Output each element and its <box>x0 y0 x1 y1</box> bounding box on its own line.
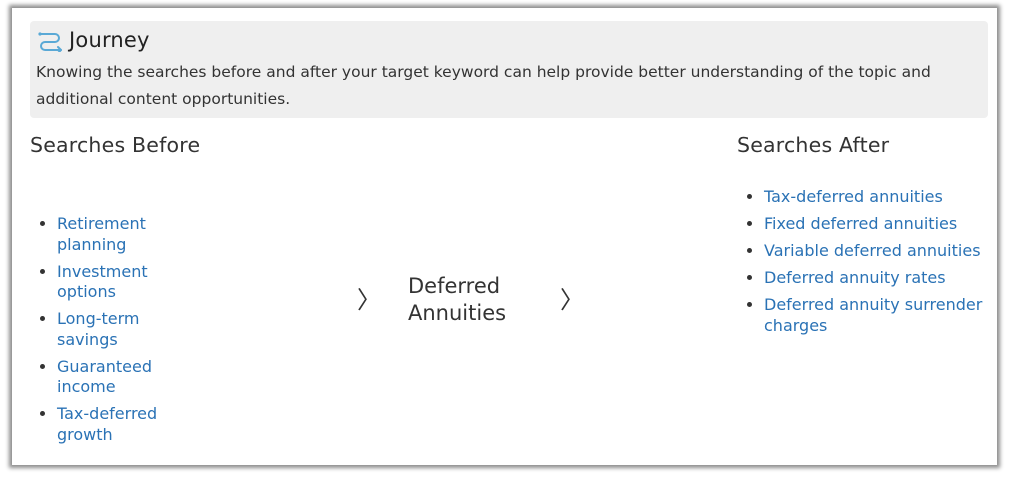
search-before-link[interactable]: Guaranteed income <box>57 356 152 397</box>
list-item: Long-term savings <box>57 309 197 350</box>
chevron-right-icon: 〉 <box>357 286 381 314</box>
chevron-right-icon: 〉 <box>560 286 584 314</box>
list-item: Variable deferred annuities <box>764 241 984 262</box>
target-keyword: Deferred Annuities <box>408 274 507 325</box>
page-title: Journey <box>69 28 150 52</box>
search-before-link[interactable]: Long-term savings <box>57 309 140 349</box>
journey-header-box <box>30 21 988 118</box>
search-after-link[interactable]: Tax-deferred annuities <box>764 187 943 206</box>
search-after-link[interactable]: Fixed deferred annuities <box>764 214 958 233</box>
list-item: Investment options <box>57 262 197 303</box>
list-item: Deferred annuity surrender charges <box>764 295 984 336</box>
search-after-link[interactable]: Deferred annuity rates <box>764 268 946 287</box>
journey-panel: Journey Knowing the searches before and … <box>12 8 997 465</box>
list-item: Tax-deferred annuities <box>764 187 984 208</box>
search-after-link[interactable]: Variable deferred annuities <box>764 241 981 260</box>
search-before-link[interactable]: Tax-deferred growth <box>57 404 158 444</box>
journey-title: Journey <box>37 28 150 52</box>
journey-description: Knowing the searches before and after yo… <box>36 63 931 108</box>
search-after-link[interactable]: Deferred annuity surrender charges <box>764 295 983 335</box>
list-item: Fixed deferred annuities <box>764 214 984 235</box>
search-before-link[interactable]: Retirement planning <box>57 214 146 254</box>
searches-after-heading: Searches After <box>737 133 890 157</box>
list-item: Tax-deferred growth <box>57 404 197 445</box>
searches-before-heading: Searches Before <box>30 133 201 157</box>
route-icon <box>37 28 64 52</box>
searches-after-list: Tax-deferred annuities Fixed deferred an… <box>737 187 984 343</box>
list-item: Retirement planning <box>57 214 197 255</box>
search-before-link[interactable]: Investment options <box>57 261 148 302</box>
list-item: Guaranteed income <box>57 357 197 398</box>
list-item: Deferred annuity rates <box>764 268 984 289</box>
searches-before-list: Retirement planning Investment options L… <box>30 214 197 452</box>
